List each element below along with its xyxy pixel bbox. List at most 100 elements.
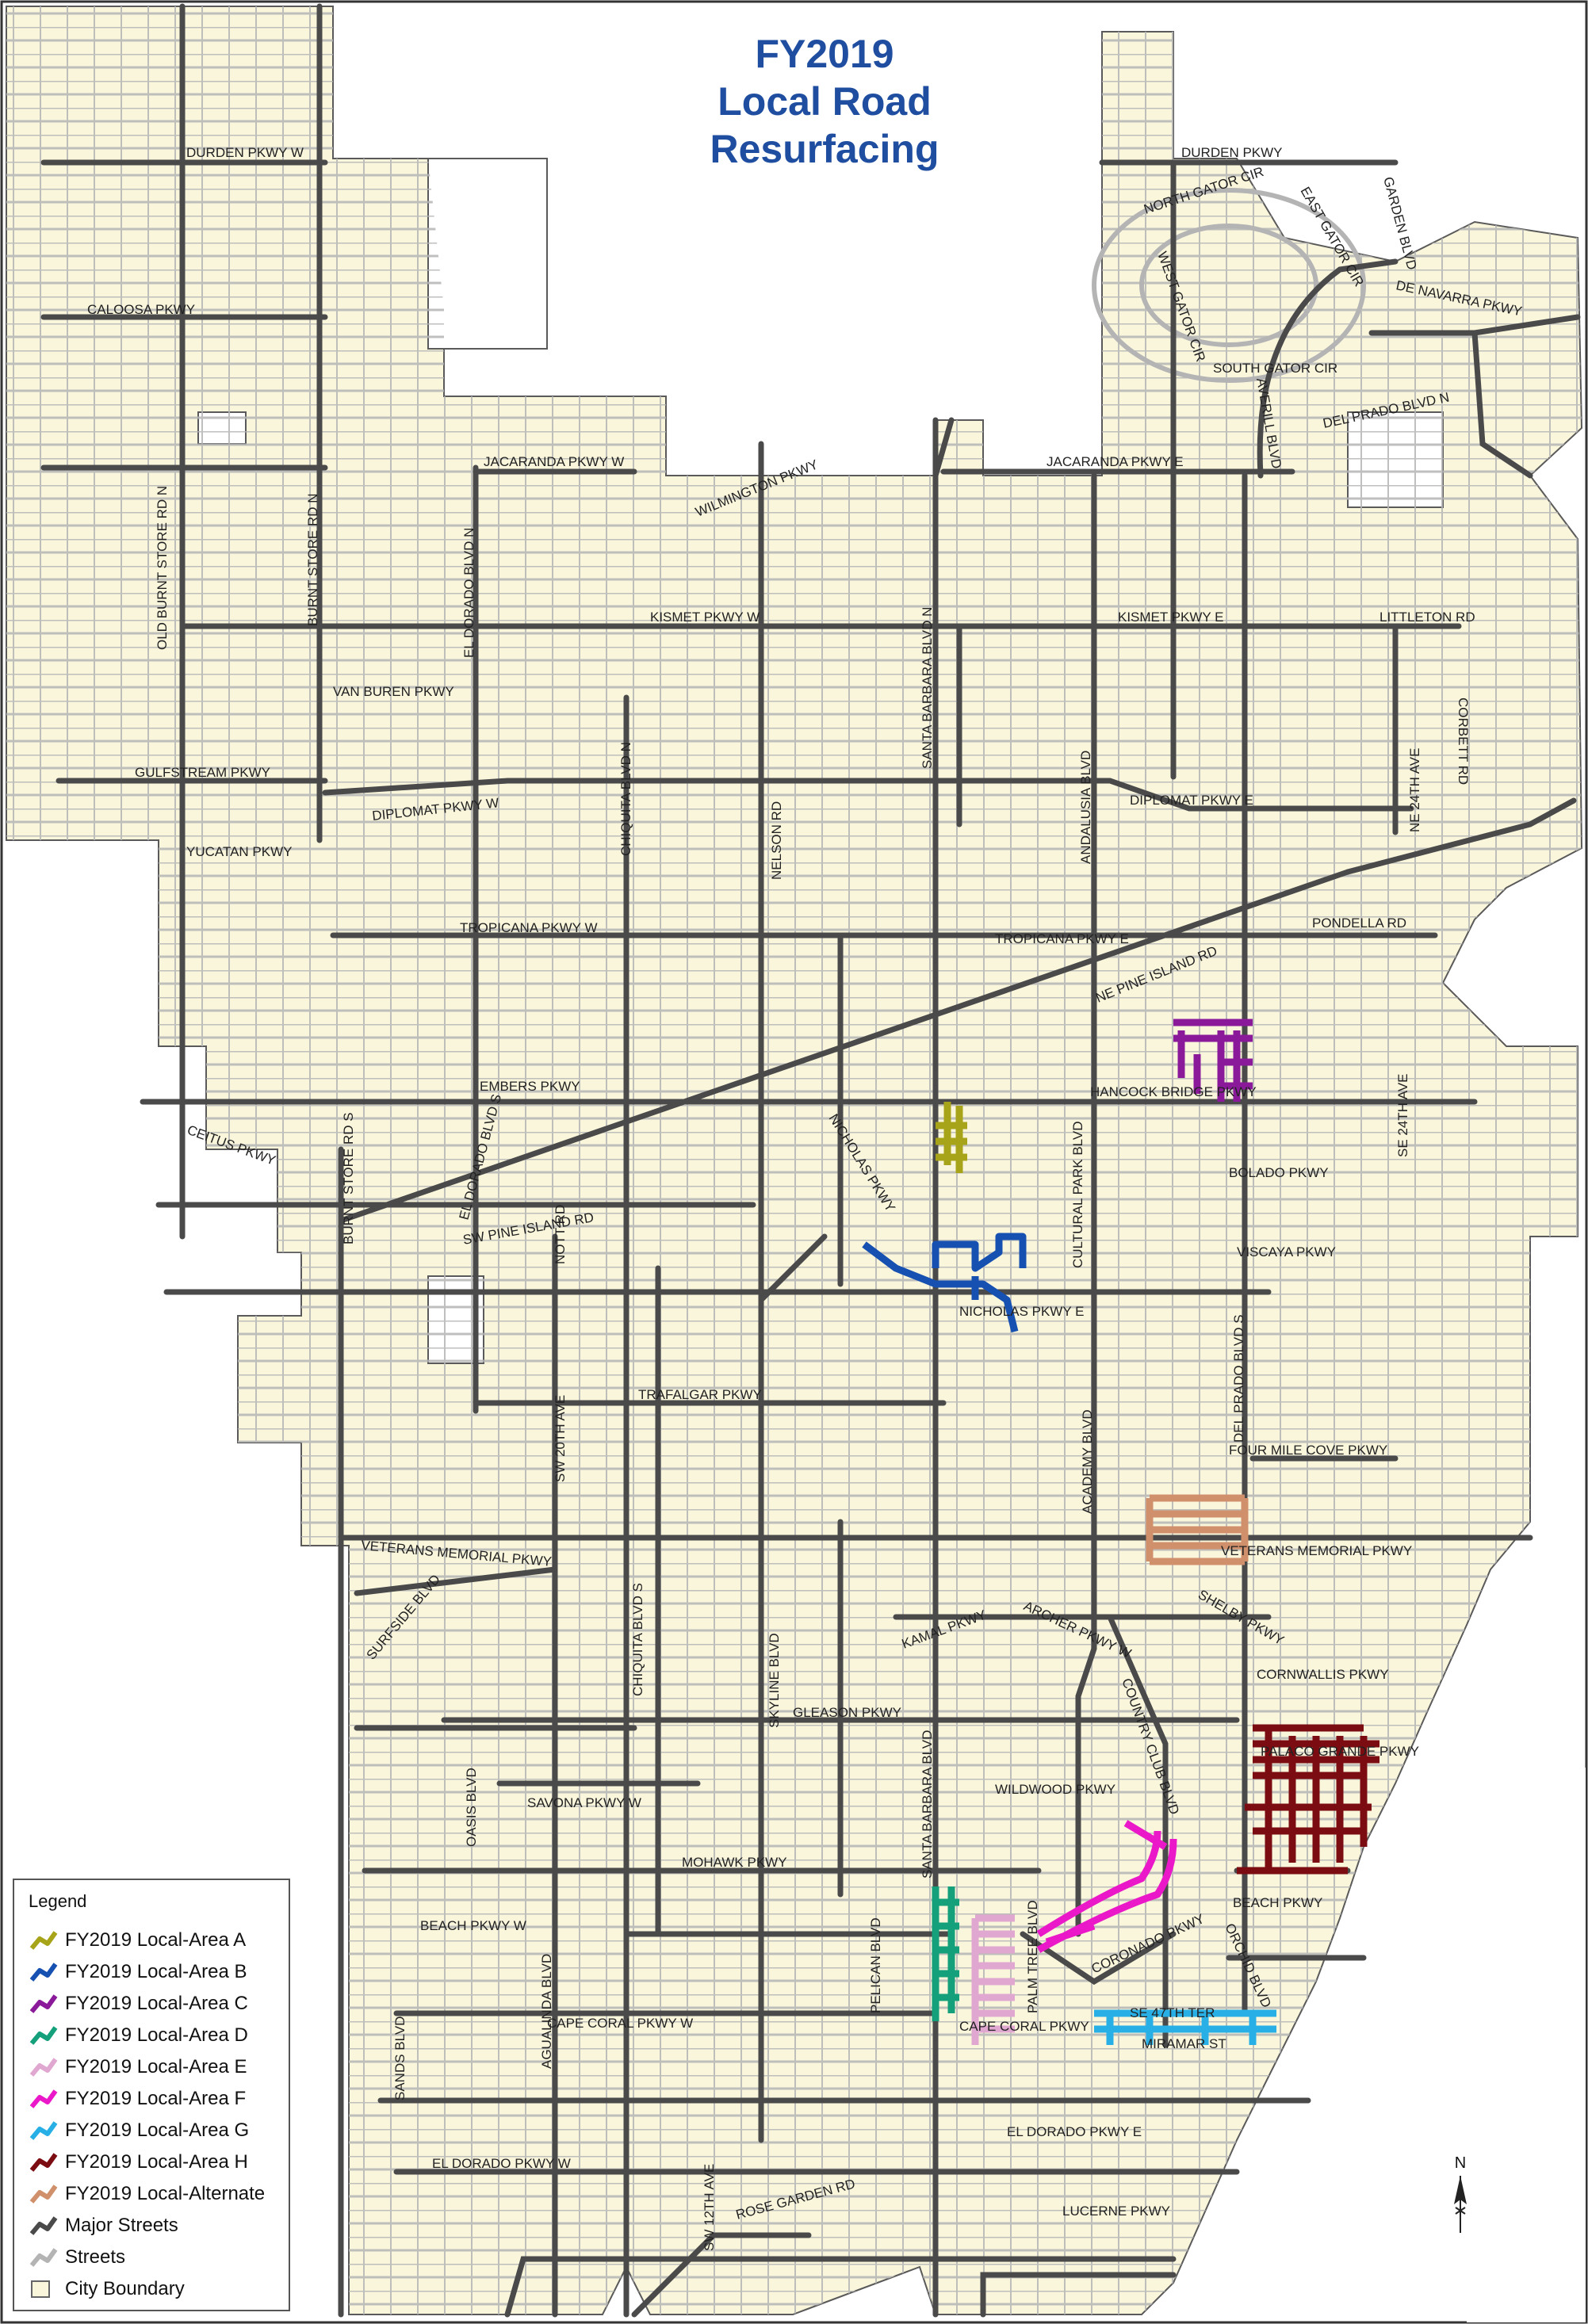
label-palaco: PALACO GRANDE PKWY (1261, 1744, 1419, 1759)
legend-item-label: Major Streets (65, 2215, 178, 2236)
label-chiquita-n: CHIQUITA BLVD N (618, 742, 633, 856)
label-trafalgar: TRAFALGAR PKWY (638, 1387, 762, 1402)
label-kismet-e: KISMET PKWY E (1118, 610, 1224, 625)
label-jacaranda-w: JACARANDA PKWY W (484, 454, 624, 469)
label-nicholas-e: NICHOLAS PKWY E (959, 1304, 1084, 1319)
line-swatch-icon (29, 2153, 58, 2172)
label-savona: SAVONA PKWY W (527, 1795, 641, 1810)
area-h (1237, 1724, 1379, 1875)
legend-item: FY2019 Local-Area G (29, 2115, 274, 2146)
legend-item: FY2019 Local-Area H (29, 2146, 274, 2178)
label-jacaranda-e: JACARANDA PKWY E (1047, 454, 1184, 469)
label-mohawk: MOHAWK PKWY (682, 1855, 787, 1870)
line-swatch-icon (29, 1994, 58, 2013)
north-arrow-icon (1454, 2176, 1467, 2233)
legend-item: Streets (29, 2242, 274, 2273)
label-burnt-s: BURNT STORE RD S (341, 1112, 356, 1244)
label-agualinda: AGUALINDA BLVD (539, 1954, 554, 2069)
label-durden-w: DURDEN PKWY W (186, 145, 304, 160)
label-el-dorado-e: EL DORADO PKWY E (1007, 2124, 1142, 2139)
line-swatch-icon (29, 1931, 58, 1950)
legend-item-label: FY2019 Local-Alternate (65, 2183, 266, 2204)
major-streets (40, 3, 1581, 2318)
label-corbett: CORBETT RD (1456, 698, 1471, 785)
label-cape-coral-w: CAPE CORAL PKWY W (547, 2016, 693, 2031)
line-swatch-icon (29, 1963, 58, 1982)
label-se24: SE 24TH AVE (1395, 1073, 1410, 1157)
legend-item: Major Streets (29, 2210, 274, 2242)
label-tropicana-w: TROPICANA PKWY W (460, 920, 598, 935)
label-diplomat-e: DIPLOMAT PKWY E (1130, 793, 1253, 808)
line-swatch-icon (29, 2058, 58, 2077)
label-hancock: HANCOCK BRIDGE PKWY (1090, 1084, 1257, 1099)
area-a (936, 1102, 967, 1173)
label-cultural: CULTURAL PARK BLVD (1070, 1122, 1085, 1268)
label-nott: NOTT RD (553, 1205, 568, 1264)
label-sands: SANDS BLVD (392, 2016, 408, 2100)
boundary-swatch-icon (31, 2280, 50, 2298)
title-line-3: Resurfacing (710, 127, 939, 171)
area-g (1094, 2009, 1276, 2045)
label-tropicana-e: TROPICANA PKWY E (995, 931, 1129, 946)
legend-item-label: FY2019 Local-Area G (65, 2120, 250, 2141)
label-burnt-n: BURNT STORE RD N (305, 493, 320, 626)
legend-item-label: FY2019 Local-Area F (65, 2088, 247, 2109)
legend-item-label: Streets (65, 2246, 126, 2268)
legend-item: FY2019 Local-Area E (29, 2051, 274, 2083)
label-gleason: GLEASON PKWY (793, 1705, 901, 1720)
label-beach-w: BEACH PKWY W (420, 1918, 526, 1933)
area-f (1036, 1820, 1177, 1953)
label-wildwood: WILDWOOD PKWY (995, 1782, 1115, 1797)
label-santa-barbara: SANTA BARBARA BLVD (920, 1730, 935, 1879)
label-beach: BEACH PKWY (1233, 1895, 1322, 1910)
label-cornwallis: CORNWALLIS PKWY (1257, 1667, 1389, 1682)
label-palm-tree: PALM TREE BLVD (1025, 1900, 1040, 2013)
label-littleton: LITTLETON RD (1379, 610, 1475, 625)
line-swatch-icon (29, 2026, 58, 2045)
label-el-dorado-w: EL DORADO PKWY W (432, 2156, 571, 2171)
legend-item-label: FY2019 Local-Area C (65, 1993, 248, 2014)
label-ne24: NE 24TH AVE (1407, 748, 1422, 832)
label-gulfstream: GULFSTREAM PKWY (135, 765, 270, 780)
area-alternate (1146, 1494, 1249, 1565)
label-el-dorado-n: EL DORADO BLVD N (461, 528, 476, 658)
legend-item: FY2019 Local-Area A (29, 1925, 274, 1956)
label-old-burnt: OLD BURNT STORE RD N (155, 486, 170, 650)
legend-item-label: FY2019 Local-Area A (65, 1929, 247, 1951)
label-four-mile: FOUR MILE COVE PKWY (1229, 1443, 1387, 1458)
legend-item: FY2019 Local-Area F (29, 2083, 274, 2115)
label-durden: DURDEN PKWY (1181, 145, 1283, 160)
label-chiquita-s: CHIQUITA BLVD S (630, 1583, 645, 1696)
label-sw12: SW 12TH AVE (702, 2164, 717, 2251)
label-kismet-w: KISMET PKWY W (650, 610, 760, 625)
resurfacing-areas (862, 1019, 1379, 2045)
line-swatch-icon (29, 2089, 58, 2108)
title-line-2: Local Road (717, 79, 932, 124)
map-title: FY2019 Local Road Resurfacing (603, 30, 1047, 173)
legend-item: City Boundary (29, 2273, 274, 2305)
line-swatch-icon (29, 2121, 58, 2140)
label-viscaya: VISCAYA PKWY (1237, 1244, 1336, 1259)
label-miramar: MIRAMAR ST (1142, 2036, 1226, 2051)
north-arrow: N (1445, 2154, 1476, 2242)
legend-item: FY2019 Local-Area B (29, 1956, 274, 1988)
legend-item: FY2019 Local-Area C (29, 1988, 274, 2020)
label-sw20: SW 20TH AVE (553, 1395, 568, 1482)
legend-item-label: FY2019 Local-Area B (65, 1961, 247, 1982)
legend-item-label: FY2019 Local-Area E (65, 2056, 247, 2077)
label-skyline: SKYLINE BLVD (767, 1633, 782, 1728)
label-academy: ACADEMY BLVD (1080, 1409, 1095, 1514)
line-swatch-icon (29, 2248, 58, 2267)
label-pelican: PELICAN BLVD (868, 1917, 883, 2013)
legend-item: FY2019 Local-Alternate (29, 2178, 274, 2210)
label-bolado: BOLADO PKWY (1229, 1165, 1329, 1180)
legend-title: Legend (29, 1891, 87, 1911)
label-yucatan: YUCATAN PKWY (186, 844, 293, 859)
local-streets (6, 6, 1582, 2314)
label-se47: SE 47TH TER (1130, 2005, 1215, 2020)
area-b (862, 1233, 1027, 1333)
north-arrow-label: N (1454, 2154, 1467, 2172)
area-e (971, 1914, 1015, 2045)
line-swatch-icon (29, 2216, 58, 2235)
legend-item-label: FY2019 Local-Area D (65, 2024, 248, 2046)
